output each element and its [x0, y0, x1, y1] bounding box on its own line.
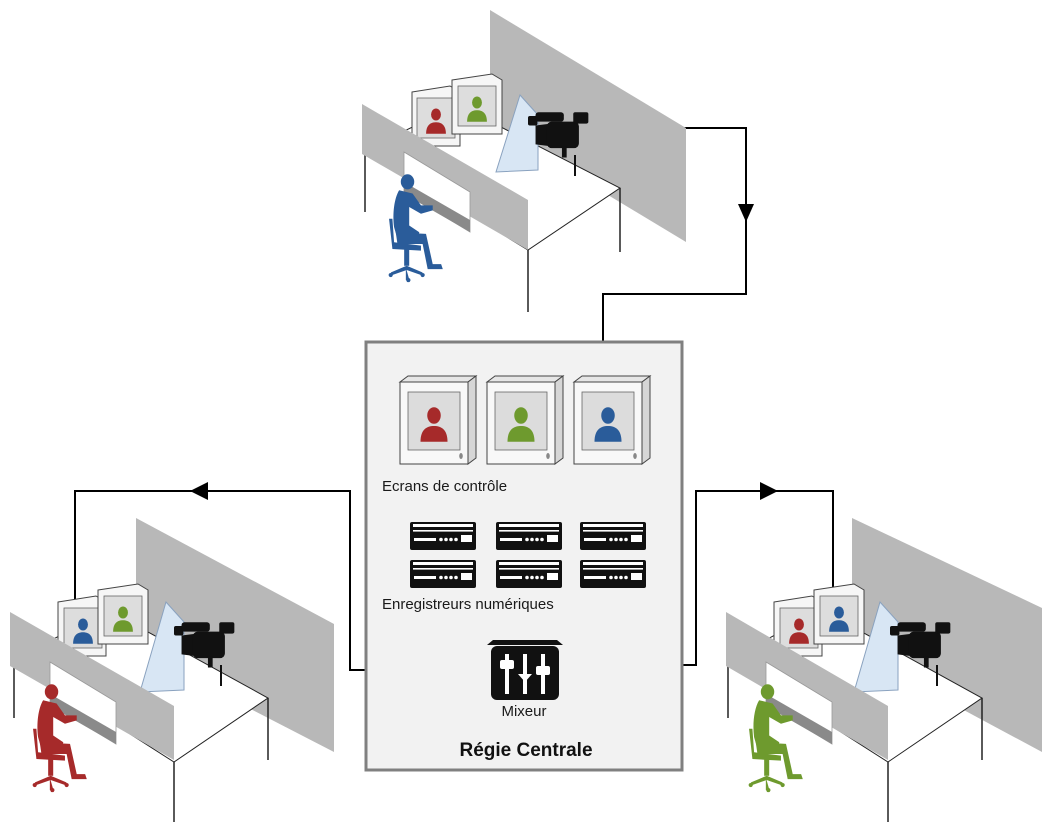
- studio-top: [362, 10, 686, 312]
- back-wall: [852, 518, 1042, 752]
- control-monitor-red: [398, 375, 478, 465]
- control-monitor-blue: [572, 375, 652, 465]
- mixer-icon: [487, 640, 563, 700]
- monitor: [97, 583, 149, 645]
- studio-left: [10, 518, 334, 822]
- recorder-icon: [496, 522, 562, 550]
- regie-centrale: Ecrans de contrôle Enregistreurs numériq…: [364, 340, 684, 772]
- regie-title: Régie Centrale: [459, 740, 592, 761]
- back-wall: [490, 10, 686, 242]
- front-partition: [726, 612, 888, 760]
- teleprompter-glass: [139, 600, 185, 693]
- control-monitor-green: [485, 375, 565, 465]
- teleprompter-glass: [853, 600, 899, 693]
- recorders-label: Enregistreurs numériques: [382, 596, 554, 613]
- recorder-icon: [410, 560, 476, 588]
- arrow-right: [760, 482, 778, 500]
- monitor: [773, 595, 823, 657]
- teleprompter-glass: [495, 94, 539, 173]
- wire-arrows: [190, 204, 778, 500]
- studio-right: [726, 518, 1042, 822]
- desk-bar: [50, 694, 116, 744]
- arrow-left: [190, 482, 208, 500]
- recorder-icon: [496, 560, 562, 588]
- recorder-icon: [580, 522, 646, 550]
- front-partition: [10, 612, 174, 760]
- arrow-top: [738, 204, 754, 222]
- monitor: [57, 595, 107, 657]
- mixer-label: Mixeur: [501, 703, 546, 720]
- monitors-label: Ecrans de contrôle: [382, 478, 507, 495]
- recorder-icon: [410, 522, 476, 550]
- recorder-icon: [580, 560, 646, 588]
- desk-bar: [766, 694, 832, 744]
- wire-top-camera: [585, 127, 747, 376]
- monitor: [451, 73, 503, 135]
- monitor: [813, 583, 865, 645]
- desk-bar: [404, 182, 470, 232]
- back-wall: [136, 518, 334, 752]
